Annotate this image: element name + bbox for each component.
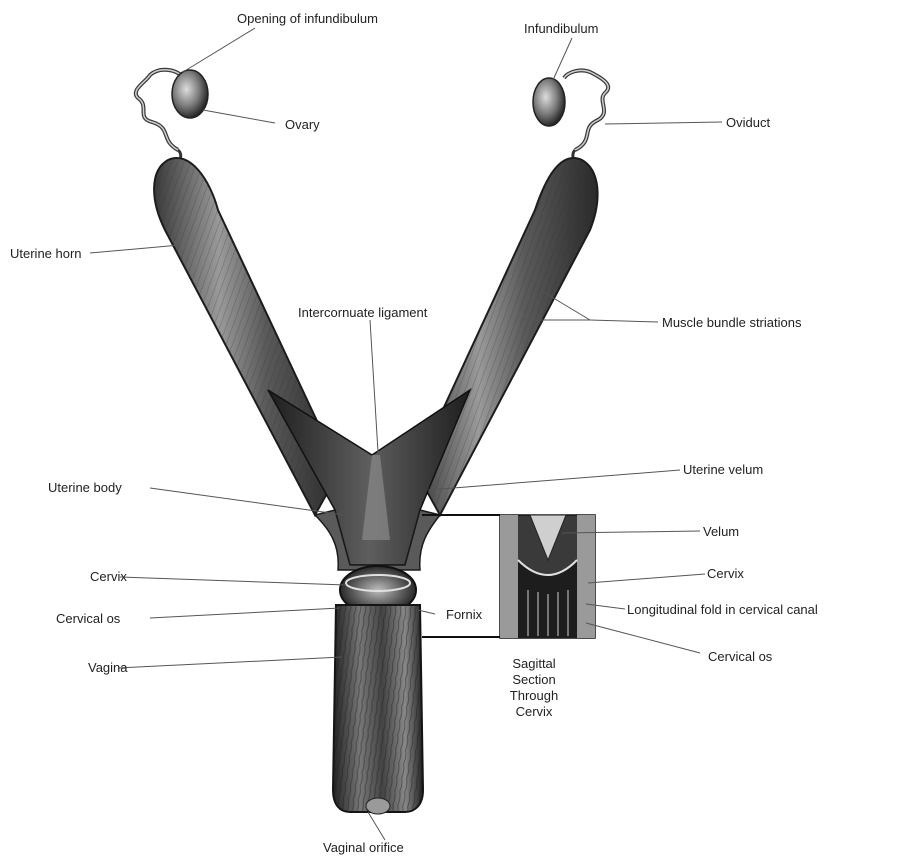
label-ovary: Ovary <box>285 117 320 132</box>
label-cervix-inset: Cervix <box>707 566 744 581</box>
section-caption-line-3: Through <box>498 688 570 704</box>
label-uterine-velum: Uterine velum <box>683 462 763 477</box>
section-caption-line-2: Section <box>498 672 570 688</box>
label-intercornuate-ligament: Intercornuate ligament <box>298 305 427 320</box>
label-opening-of-infundibulum: Opening of infundibulum <box>237 11 378 26</box>
section-caption: Sagittal Section Through Cervix <box>498 656 570 720</box>
sagittal-section-inset <box>500 515 595 638</box>
label-muscle-bundle-striations: Muscle bundle striations <box>662 315 801 330</box>
right-oviduct <box>564 70 608 168</box>
left-ovary <box>172 70 208 118</box>
label-cervical-os-main: Cervical os <box>56 611 120 626</box>
label-infundibulum: Infundibulum <box>524 21 598 36</box>
label-uterine-body: Uterine body <box>48 480 122 495</box>
label-velum: Velum <box>703 524 739 539</box>
label-cervical-os-inset: Cervical os <box>708 649 772 664</box>
section-caption-line-1: Sagittal <box>498 656 570 672</box>
section-caption-line-4: Cervix <box>498 704 570 720</box>
label-uterine-horn: Uterine horn <box>10 246 82 261</box>
label-vagina: Vagina <box>88 660 128 675</box>
label-cervix-main: Cervix <box>90 569 127 584</box>
label-longitudinal-fold: Longitudinal fold in cervical canal <box>627 602 818 617</box>
right-ovary <box>533 78 565 126</box>
label-fornix: Fornix <box>446 607 482 622</box>
label-vaginal-orifice: Vaginal orifice <box>323 840 404 855</box>
vaginal-orifice-shape <box>366 798 390 814</box>
label-oviduct: Oviduct <box>726 115 770 130</box>
